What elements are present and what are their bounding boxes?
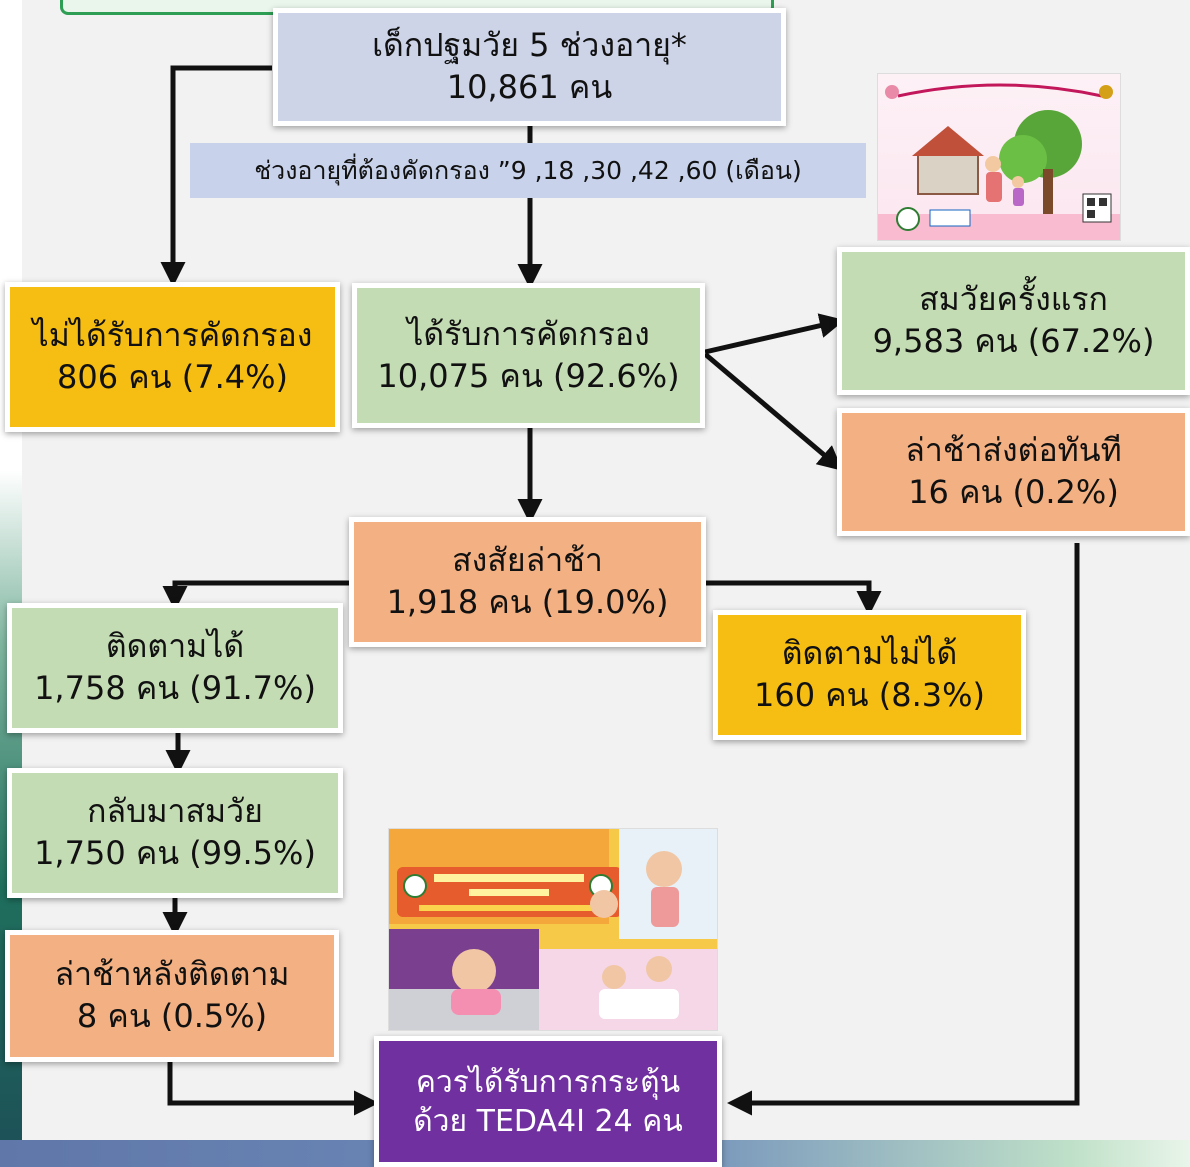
box-followed-title: ติดตามได้ [105,627,245,666]
box-delay-after-title: ล่าช้าหลังติดตาม [54,955,290,994]
arrow-total-to-not-screened [160,65,272,287]
box-screened-count: 10,075 คน (92.6%) [377,356,680,395]
box-not-followed: ติดตามไม่ได้ 160 คน (8.3%) [713,610,1026,740]
arrow-delay-after-to-teda4i [167,1060,379,1116]
box-followed-count: 1,758 คน (91.7%) [34,669,316,707]
dspm-manual-illustration [878,83,1120,240]
box-delay-after-follow: ล่าช้าหลังติดตาม 8 คน (0.5%) [5,930,339,1062]
box-screened-title: ได้รับการคัดกรอง [407,314,650,353]
box-suspect-delay-title: สงสัยล่าช้า [452,541,603,580]
box-delay-after-count: 8 คน (0.5%) [76,997,268,1035]
arrow-screened-to-normal [704,313,845,355]
box-delay-refer: ล่าช้าส่งต่อทันที 16 คน (0.2%) [837,408,1190,536]
box-normal-first-title: สมวัยครั้งแรก [919,280,1108,319]
box-normal-first: สมวัยครั้งแรก 9,583 คน (67.2%) [837,247,1190,395]
box-followed: ติดตามได้ 1,758 คน (91.7%) [7,603,343,733]
box-normal-first-count: 9,583 คน (67.2%) [872,322,1155,360]
box-not-screened-count: 806 คน (7.4%) [57,358,288,396]
box-suspect-delay: สงสัยล่าช้า 1,918 คน (19.0%) [349,517,706,647]
box-delay-refer-count: 16 คน (0.2%) [908,473,1119,511]
screening-ages-label: ช่วงอายุที่ต้องคัดกรอง ”9 ,18 ,30 ,42 ,6… [190,143,866,198]
box-back-normal: กลับมาสมวัย 1,750 คน (99.5%) [7,768,343,898]
box-not-screened-title: ไม่ได้รับการคัดกรอง [32,316,313,355]
dspm-manual-cover-image [877,73,1121,241]
box-not-screened: ไม่ได้รับการคัดกรอง 806 คน (7.4%) [5,282,340,432]
box-total-title: เด็กปฐมวัย 5 ช่วงอายุ* [372,26,687,65]
box-not-followed-title: ติดตามไม่ได้ [781,634,958,673]
teda4i-manual-cover-image [388,828,718,1031]
box-suspect-delay-count: 1,918 คน (19.0%) [386,583,669,621]
box-not-followed-count: 160 คน (8.3%) [754,676,985,714]
box-teda4i-title: ควรได้รับการกระตุ้น [415,1064,681,1100]
box-screened: ได้รับการคัดกรอง 10,075 คน (92.6%) [352,283,705,428]
box-total-count: 10,861 คน [446,68,613,106]
box-back-normal-title: กลับมาสมวัย [87,792,263,831]
arrow-suspect-to-followed [162,580,355,611]
box-teda4i-count: ด้วย TEDA4I 24 คน [413,1103,683,1139]
arrow-screened-to-delay-refer [703,352,843,471]
teda4i-manual-illustration [389,829,717,1030]
box-total-children: เด็กปฐมวัย 5 ช่วงอายุ* 10,861 คน [273,8,786,126]
box-back-normal-count: 1,750 คน (99.5%) [34,834,316,872]
arrow-delay-refer-to-teda4i [727,543,1080,1116]
box-teda4i: ควรได้รับการกระตุ้น ด้วย TEDA4I 24 คน [374,1036,722,1167]
box-delay-refer-title: ล่าช้าส่งต่อทันที [905,431,1122,470]
arrow-suspect-to-not-followed [705,580,882,616]
